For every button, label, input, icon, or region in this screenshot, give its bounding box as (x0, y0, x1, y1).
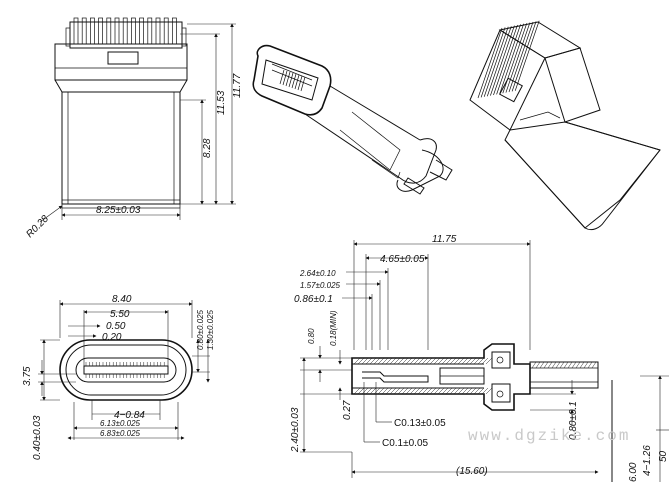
dim-0-20: 0.20 (102, 332, 122, 343)
dim-11-75: 11.75 (432, 234, 457, 245)
dim-0-80v: 0.80 (307, 328, 316, 344)
front-view-outer (59, 339, 193, 401)
dim-0-86: 0.86±0.1 (294, 294, 333, 305)
dim-5-50: 5.50 (110, 309, 130, 320)
dim-6-83: 6.83±0.025 (100, 429, 141, 438)
edge-partial-view: 6.00 4−1.26 50 (611, 375, 669, 482)
dim-0-27: 0.27 (342, 400, 353, 420)
dim-8-28: 8.28 (202, 138, 213, 158)
top-view: 11.77 11.53 8.28 8.25±0.03 R0.28 (24, 17, 243, 240)
front-view: 8.40 5.50 0.50 0.20 3.75 0.80±0.025 1.30… (22, 294, 215, 460)
dim-8-40: 8.40 (112, 294, 132, 305)
dim-2-40: 2.40±0.03 (290, 407, 301, 453)
callout-c01: C0.1±0.05 (382, 438, 429, 449)
dim-11-77: 11.77 (232, 73, 243, 98)
dim-15-60: (15.60) (456, 466, 488, 477)
dim-0-80: 0.80±0.025 (196, 309, 205, 350)
dim-1-30: 1.30±0.025 (206, 309, 215, 350)
top-view-upper-block (54, 43, 188, 81)
dim-0-50: 0.50 (106, 321, 126, 332)
cable (529, 361, 599, 389)
dim-0-18: 0.18(MIN) (329, 310, 338, 346)
front-view-tongue (83, 365, 169, 375)
dim-0-40: 0.40±0.03 (32, 415, 43, 460)
dim-3-75: 3.75 (22, 366, 33, 386)
watermark: www.dgzike.com (468, 427, 630, 445)
dim-edge-b: 4−1.26 (642, 445, 653, 476)
dim-2-64: 2.64±0.10 (299, 269, 336, 278)
dim-r0-28: R0.28 (24, 213, 51, 240)
dim-1-57: 1.57±0.025 (300, 281, 341, 290)
dim-0-80r: 0.80±0.1 (568, 401, 579, 440)
dim-4-084: 4−0.84 (114, 410, 145, 421)
top-view-shell (61, 91, 181, 205)
dim-edge-a: 6.00 (628, 462, 639, 482)
callout-c013: C0.13±0.05 (394, 418, 446, 429)
dim-11-53: 11.53 (216, 90, 227, 115)
iso-view-front (252, 44, 453, 195)
dim-4-65: 4.65±0.05 (380, 254, 425, 265)
dim-8-25: 8.25±0.03 (96, 205, 141, 216)
dim-6-13: 6.13±0.025 (100, 419, 141, 428)
iso-view-rear (469, 20, 661, 231)
dim-edge-c: 50 (658, 450, 669, 462)
side-section-view: 11.75 4.65±0.05 2.64±0.10 1.57±0.025 0.8… (290, 234, 599, 478)
top-view-latch-window (107, 51, 139, 65)
section-outline (351, 343, 531, 411)
